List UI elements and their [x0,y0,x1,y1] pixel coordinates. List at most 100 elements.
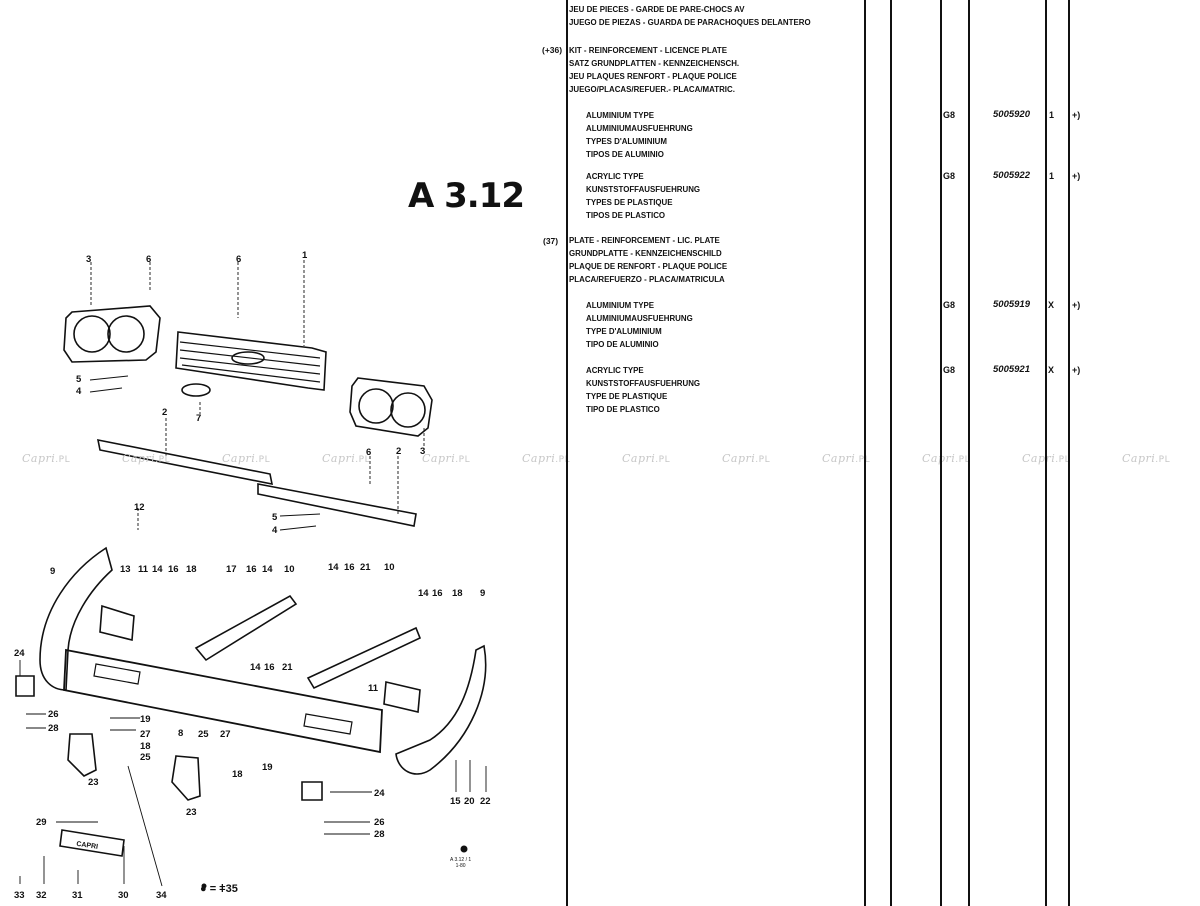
callout-21: 21 [360,562,371,573]
callout-32: 32 [36,890,47,901]
callout-5: 5 [76,374,82,385]
callout-16d: 16 [432,588,443,599]
item-note: +) [1072,365,1081,375]
callout-15: 15 [450,796,461,807]
header-line: JUEGO DE PIEZAS - GUARDA DE PARACHOQUES … [569,17,811,27]
item-description: TYPE D'ALUMINIUM [586,326,662,336]
callout-22: 22 [480,796,491,807]
callout-13: 13 [120,564,131,575]
callout-7: 7 [196,413,201,424]
callout-20: 20 [464,796,475,807]
watermark: Capri.PL [922,452,971,465]
callout-14b: 14 [262,564,273,575]
callout-27b: 27 [220,729,231,740]
callout-12: 12 [134,502,145,513]
callout-16b: 16 [246,564,257,575]
callout-24: 24 [14,648,25,659]
item-code: G8 [943,110,956,120]
watermark: Capri.PL [1022,452,1071,465]
callout-2: 2 [162,407,167,418]
table-rule [864,0,866,906]
item-description: ACRYLIC TYPE [586,365,644,375]
item-code: G8 [943,365,956,375]
stamp-line: 1-80 [455,863,466,869]
callout-16e: 16 [264,662,275,673]
watermark: Capri.PL [222,452,271,465]
callout-27: 27 [140,729,151,740]
callout-8: 8 [178,728,183,739]
callout-26b: 26 [374,817,385,828]
item-description: TIPO DE PLASTICO [586,404,660,414]
item-code: G8 [943,300,956,310]
item-note: +) [1072,110,1081,120]
callout-3: 3 [86,254,91,265]
grille-panel [175,331,327,391]
item-note: +) [1072,300,1081,310]
callout-25b: 25 [198,729,209,740]
callout-26: 26 [48,709,59,720]
watermark: Capri.PL [122,452,171,465]
table-rule [566,0,568,906]
item-qty: X [1048,300,1055,310]
callout-2b: 2 [396,446,401,457]
item-description: ALUMINIUM TYPE [586,110,655,120]
item-qty: X [1048,365,1055,375]
group-ref: (+36) [542,45,563,55]
callout-17: 17 [226,564,237,575]
plate-number-title: A 3.12 [408,176,525,216]
item-description: ALUMINIUMAUSFUEHRUNG [586,313,693,323]
callout-31: 31 [72,890,83,901]
item-description: ALUMINIUM TYPE [586,300,655,310]
item-description: ACRYLIC TYPE [586,171,644,181]
watermark: Capri.PL [22,452,71,465]
watermark: Capri.PL [1122,452,1171,465]
item-description: KUNSTSTOFFAUSFUEHRUNG [586,184,701,194]
callout-16: 16 [168,564,179,575]
callout-19b: 19 [262,762,273,773]
bumper-bar [63,648,383,754]
part-number: 5005921 [993,364,1030,375]
callout-6: 6 [146,254,151,265]
callout-6c: 6 [366,447,371,458]
valance-strip-right [257,483,417,527]
callout-5b: 5 [272,512,278,523]
item-description: TYPES D'ALUMINIUM [586,136,667,146]
item-note: +) [1072,171,1081,181]
callout-11: 11 [138,564,149,575]
table-rule [1045,0,1047,906]
callout-25: 25 [140,752,151,763]
group-description: SATZ GRUNDPLATTEN - KENNZEICHENSCH. [569,58,740,68]
header-line: JEU DE PIECES - GARDE DE PARE-CHOCS AV [569,4,745,14]
headlamp-surround-left [63,305,161,363]
item-description: TIPOS DE PLASTICO [586,210,666,220]
callout-4b: 4 [272,525,278,536]
callout-24b: 24 [374,788,385,799]
callout-18c: 18 [140,741,151,752]
callout-11b: 11 [368,683,379,694]
table-rule [890,0,892,906]
exploded-parts-diagram: CAPRI 1 2 2 3 3 4 4 5 5 6 6 6 7 8 9 9 10… [0,0,565,906]
callout-3b: 3 [420,446,425,457]
headlamp-surround-right [349,377,433,437]
callout-29: 29 [36,817,47,828]
callout-10b: 10 [384,562,395,573]
callout-28b: 28 [374,829,385,840]
callout-21b: 21 [282,662,293,673]
group-description: JUEGO/PLACAS/REFUER.- PLACA/MATRIC. [569,84,735,94]
group-description: PLAQUE DE RENFORT - PLAQUE POLICE [569,261,728,271]
callout-9: 9 [50,566,55,577]
callout-18b: 18 [452,588,463,599]
callout-14d: 14 [418,588,429,599]
callout-19: 19 [140,714,151,725]
diagram-legend: ● = ǂ35 [200,883,238,895]
group-description: PLACA/REFUERZO - PLACA/MATRICULA [569,274,725,284]
table-rule [968,0,970,906]
bumper-end-left [39,546,113,691]
stamp-line: A 3.12 / 1 [450,857,472,863]
callout-23b: 23 [186,807,197,818]
callout-14e: 14 [250,662,261,673]
watermark: Capri.PL [422,452,471,465]
watermark: Capri.PL [722,452,771,465]
part-number: 5005919 [993,299,1030,310]
diagram-drawing: CAPRI 1 2 2 3 3 4 4 5 5 6 6 6 7 8 9 9 10… [14,250,491,901]
